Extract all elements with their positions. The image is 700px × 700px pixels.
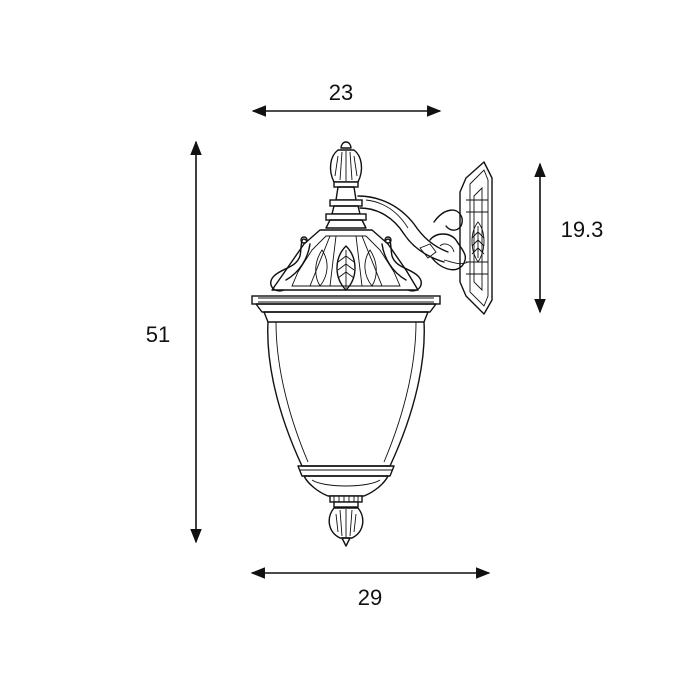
total-height-label: 51 (146, 322, 170, 347)
top-width-label: 23 (329, 80, 353, 105)
lantern-bottom-finial (328, 507, 364, 547)
lantern-illustration (251, 141, 493, 547)
lantern-glass-bowl (267, 321, 425, 467)
lantern-finial (325, 141, 367, 229)
lantern-bottom-collar (297, 465, 395, 508)
dimension-top-width: 23 (251, 80, 442, 117)
dimension-total-height: 51 (146, 140, 202, 544)
lantern-crown (270, 229, 422, 292)
wall-plate (459, 161, 493, 315)
bottom-width-label: 29 (358, 585, 382, 610)
dimension-bottom-width: 29 (250, 567, 491, 610)
lantern-arm (357, 195, 469, 271)
lantern-rim (251, 295, 441, 323)
bracket-height-label: 19.3 (561, 217, 604, 242)
dimension-bracket-height: 19.3 (534, 162, 604, 314)
